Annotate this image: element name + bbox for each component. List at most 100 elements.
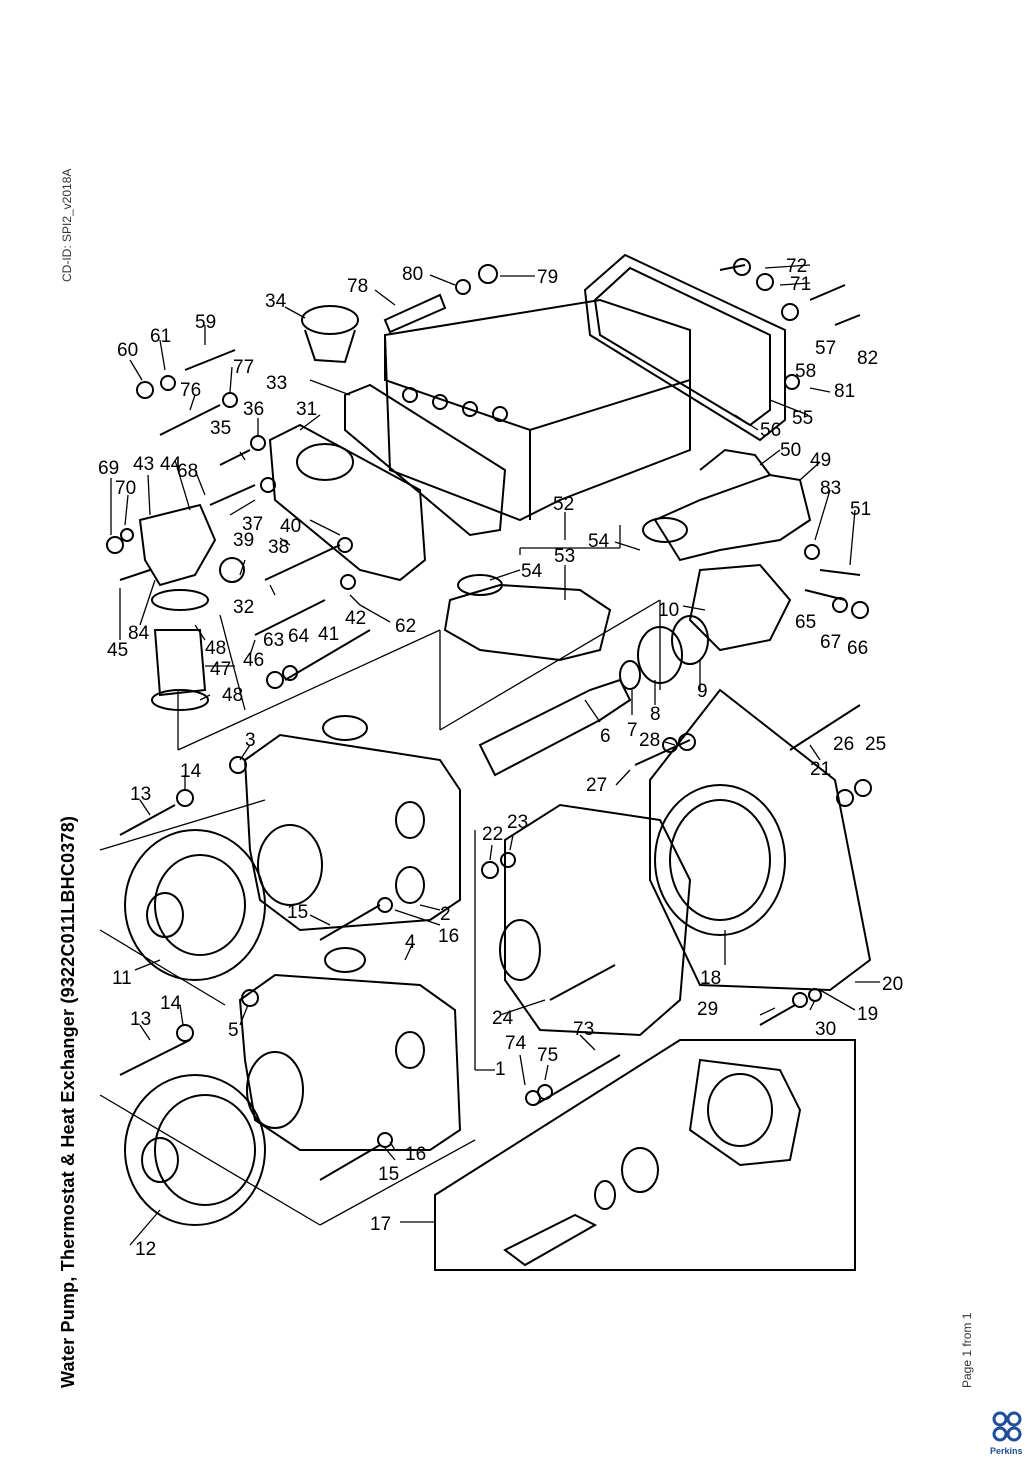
- thermostat: [301, 305, 359, 335]
- part-label: 57: [815, 338, 836, 359]
- part-label: 48: [205, 638, 226, 659]
- part-label: 70: [115, 478, 136, 499]
- pulley-11: [124, 829, 266, 981]
- part-label: 54: [588, 531, 610, 552]
- part-label: 8: [650, 704, 661, 725]
- part-label: 81: [834, 381, 855, 402]
- bolts: [119, 264, 861, 1181]
- part-label: 63: [263, 630, 284, 651]
- part-label: 76: [180, 380, 201, 401]
- back-plate: [649, 688, 872, 992]
- part-label: 69: [98, 458, 119, 479]
- part-label: 77: [233, 357, 254, 378]
- part-label: 16: [405, 1144, 426, 1165]
- part-label: 32: [233, 597, 254, 618]
- shaft: [478, 678, 632, 777]
- part-label: 83: [820, 478, 841, 499]
- part-label: 27: [586, 775, 607, 796]
- part-label: 67: [820, 632, 841, 653]
- part-label: 66: [847, 638, 868, 659]
- part-label: 60: [117, 340, 138, 361]
- perkins-logo: Perkins: [990, 1410, 1030, 1460]
- kit-17-box: [434, 1039, 856, 1271]
- hose-53: [443, 583, 612, 662]
- part-label: 75: [537, 1045, 558, 1066]
- part-label: 20: [882, 974, 903, 995]
- part-label: 21: [810, 759, 831, 780]
- part-label: 19: [857, 1004, 878, 1025]
- part-label: 13: [130, 784, 151, 805]
- part-label: 14: [160, 993, 182, 1014]
- part-label: 48: [222, 685, 243, 706]
- part-label: 29: [697, 999, 718, 1020]
- part-label: 12: [135, 1239, 156, 1260]
- part-label: 55: [792, 408, 813, 429]
- part-label: 14: [180, 761, 202, 782]
- part-label: 79: [537, 267, 558, 288]
- part-label: 80: [402, 264, 423, 285]
- water-pump-4: [238, 973, 462, 1151]
- part-label: 45: [107, 640, 128, 661]
- part-label: 50: [780, 440, 801, 461]
- part-label: 84: [128, 623, 150, 644]
- part-label: 24: [492, 1008, 514, 1029]
- part-label: 43: [133, 454, 154, 475]
- pulley-12: [124, 1074, 266, 1226]
- thermostat-housing: [268, 423, 427, 582]
- part-label: 3: [245, 730, 256, 751]
- part-label: 33: [266, 373, 287, 394]
- part-label: 36: [243, 399, 264, 420]
- part-label: 13: [130, 1009, 151, 1030]
- part-label: 11: [112, 968, 132, 989]
- part-label: 2: [440, 904, 451, 925]
- gasket-33: [344, 383, 507, 537]
- part-label: 31: [296, 399, 317, 420]
- part-label: 39: [233, 530, 254, 551]
- heat-exchanger-body: [383, 298, 691, 522]
- part-label: 46: [243, 650, 264, 671]
- part-label: 30: [815, 1019, 836, 1040]
- part-label: 65: [795, 612, 816, 633]
- part-label: 7: [627, 720, 638, 741]
- part-number-labels: 59 61 60 77 76 34 78 80 79 33 72 71 81 5…: [98, 256, 903, 1260]
- part-label: 34: [265, 291, 287, 312]
- hose-47: [153, 629, 207, 697]
- part-label: 37: [242, 514, 263, 535]
- part-label: 40: [280, 516, 301, 537]
- leader-lines: [99, 264, 880, 1246]
- part-label: 15: [287, 902, 308, 923]
- part-label: 9: [697, 681, 708, 702]
- part-label: 82: [857, 348, 878, 369]
- part-label: 17: [370, 1214, 391, 1235]
- impeller: [688, 563, 792, 652]
- part-label: 59: [195, 312, 216, 333]
- part-label: 74: [505, 1033, 527, 1054]
- part-label: 5: [228, 1020, 239, 1041]
- part-label: 73: [573, 1019, 594, 1040]
- part-label: 10: [658, 600, 679, 621]
- part-label: 28: [639, 730, 660, 751]
- part-label: 78: [347, 276, 368, 297]
- part-label: 64: [288, 626, 310, 647]
- part-label: 52: [553, 494, 574, 515]
- part-label: 72: [786, 256, 807, 277]
- part-label: 47: [210, 659, 231, 680]
- part-label: 71: [790, 274, 811, 295]
- part-label: 16: [438, 926, 459, 947]
- part-label: 54: [521, 561, 543, 582]
- elbow-pipe: [653, 473, 812, 562]
- part-label: 51: [850, 499, 871, 520]
- water-pump-1: [504, 803, 692, 1037]
- part-label: 42: [345, 608, 366, 629]
- part-label: 61: [150, 326, 171, 347]
- part-label: 41: [318, 624, 339, 645]
- part-label: 44: [160, 454, 182, 475]
- part-label: 68: [177, 461, 198, 482]
- perkins-logo-text: Perkins: [990, 1446, 1023, 1456]
- part-label: 26: [833, 734, 854, 755]
- washers-and-nuts: [106, 258, 872, 1148]
- part-label: 18: [700, 968, 721, 989]
- part-label: 4: [405, 932, 416, 953]
- water-pump-2: [243, 733, 461, 932]
